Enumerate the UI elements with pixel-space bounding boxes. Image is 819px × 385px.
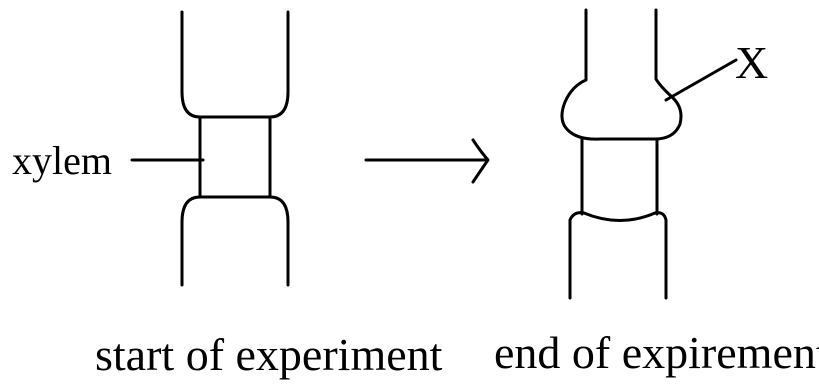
end-lower-stem <box>568 211 668 300</box>
end-xylem-section <box>580 137 659 216</box>
start-xylem-section <box>198 115 272 199</box>
end-stem <box>560 8 683 300</box>
start-caption: start of experiment <box>95 329 443 380</box>
end-upper-stem <box>560 8 683 141</box>
start-lower-stem <box>180 195 290 287</box>
arrow-head <box>471 138 490 184</box>
transition-arrow <box>364 138 490 184</box>
xylem-label: xylem <box>12 138 112 183</box>
x-label: X <box>735 37 768 88</box>
start-upper-stem <box>180 10 290 119</box>
start-stem <box>180 10 290 287</box>
x-pointer-line <box>664 58 738 102</box>
end-caption: end of expirement <box>494 327 819 378</box>
